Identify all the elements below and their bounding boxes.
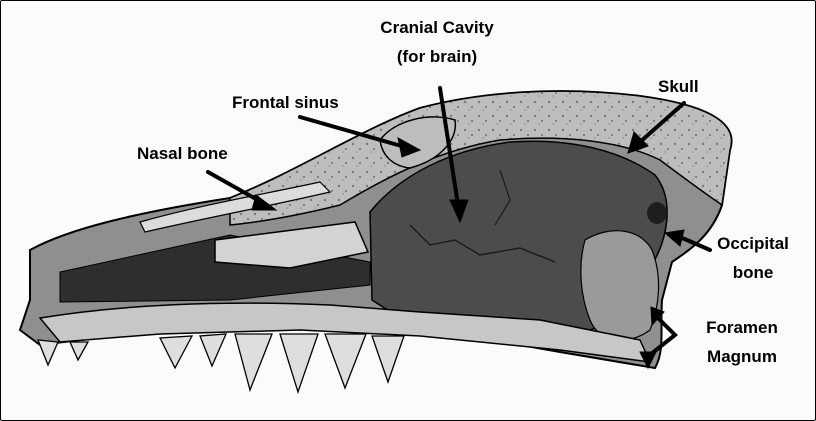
label-occipital-line2: bone	[708, 263, 798, 283]
label-occipital-line1: Occipital	[708, 234, 798, 254]
occipital-dark-spot	[647, 202, 667, 224]
label-cranial-cavity: Cranial Cavity (for brain)	[352, 18, 522, 67]
teeth	[38, 334, 404, 392]
label-cranial-cavity-line1: Cranial Cavity	[352, 18, 522, 38]
label-occipital-bone: Occipital bone	[708, 234, 798, 283]
label-foramen-line2: Magnum	[692, 347, 792, 367]
label-nasal-bone: Nasal bone	[137, 144, 228, 164]
label-frontal-sinus: Frontal sinus	[232, 93, 339, 113]
occipital-region	[581, 231, 659, 341]
label-skull: Skull	[658, 77, 699, 97]
label-foramen-line1: Foramen	[692, 318, 792, 338]
label-cranial-cavity-line2: (for brain)	[352, 47, 522, 67]
label-foramen-magnum: Foramen Magnum	[692, 318, 792, 367]
